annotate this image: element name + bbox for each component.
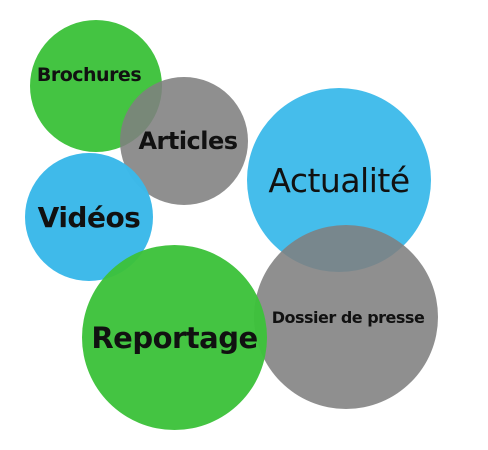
dossier-de-presse-bubble[interactable]: Dossier de presse — [254, 225, 438, 409]
reportage-bubble[interactable]: Reportage — [82, 245, 267, 430]
dossier-de-presse-label: Dossier de presse — [271, 307, 425, 327]
reportage-label: Reportage — [91, 320, 258, 355]
articles-label: Articles — [138, 127, 238, 155]
brochures-label: Brochures — [36, 64, 142, 86]
actualite-label: Actualité — [268, 160, 410, 200]
videos-label: Vidéos — [37, 200, 141, 234]
